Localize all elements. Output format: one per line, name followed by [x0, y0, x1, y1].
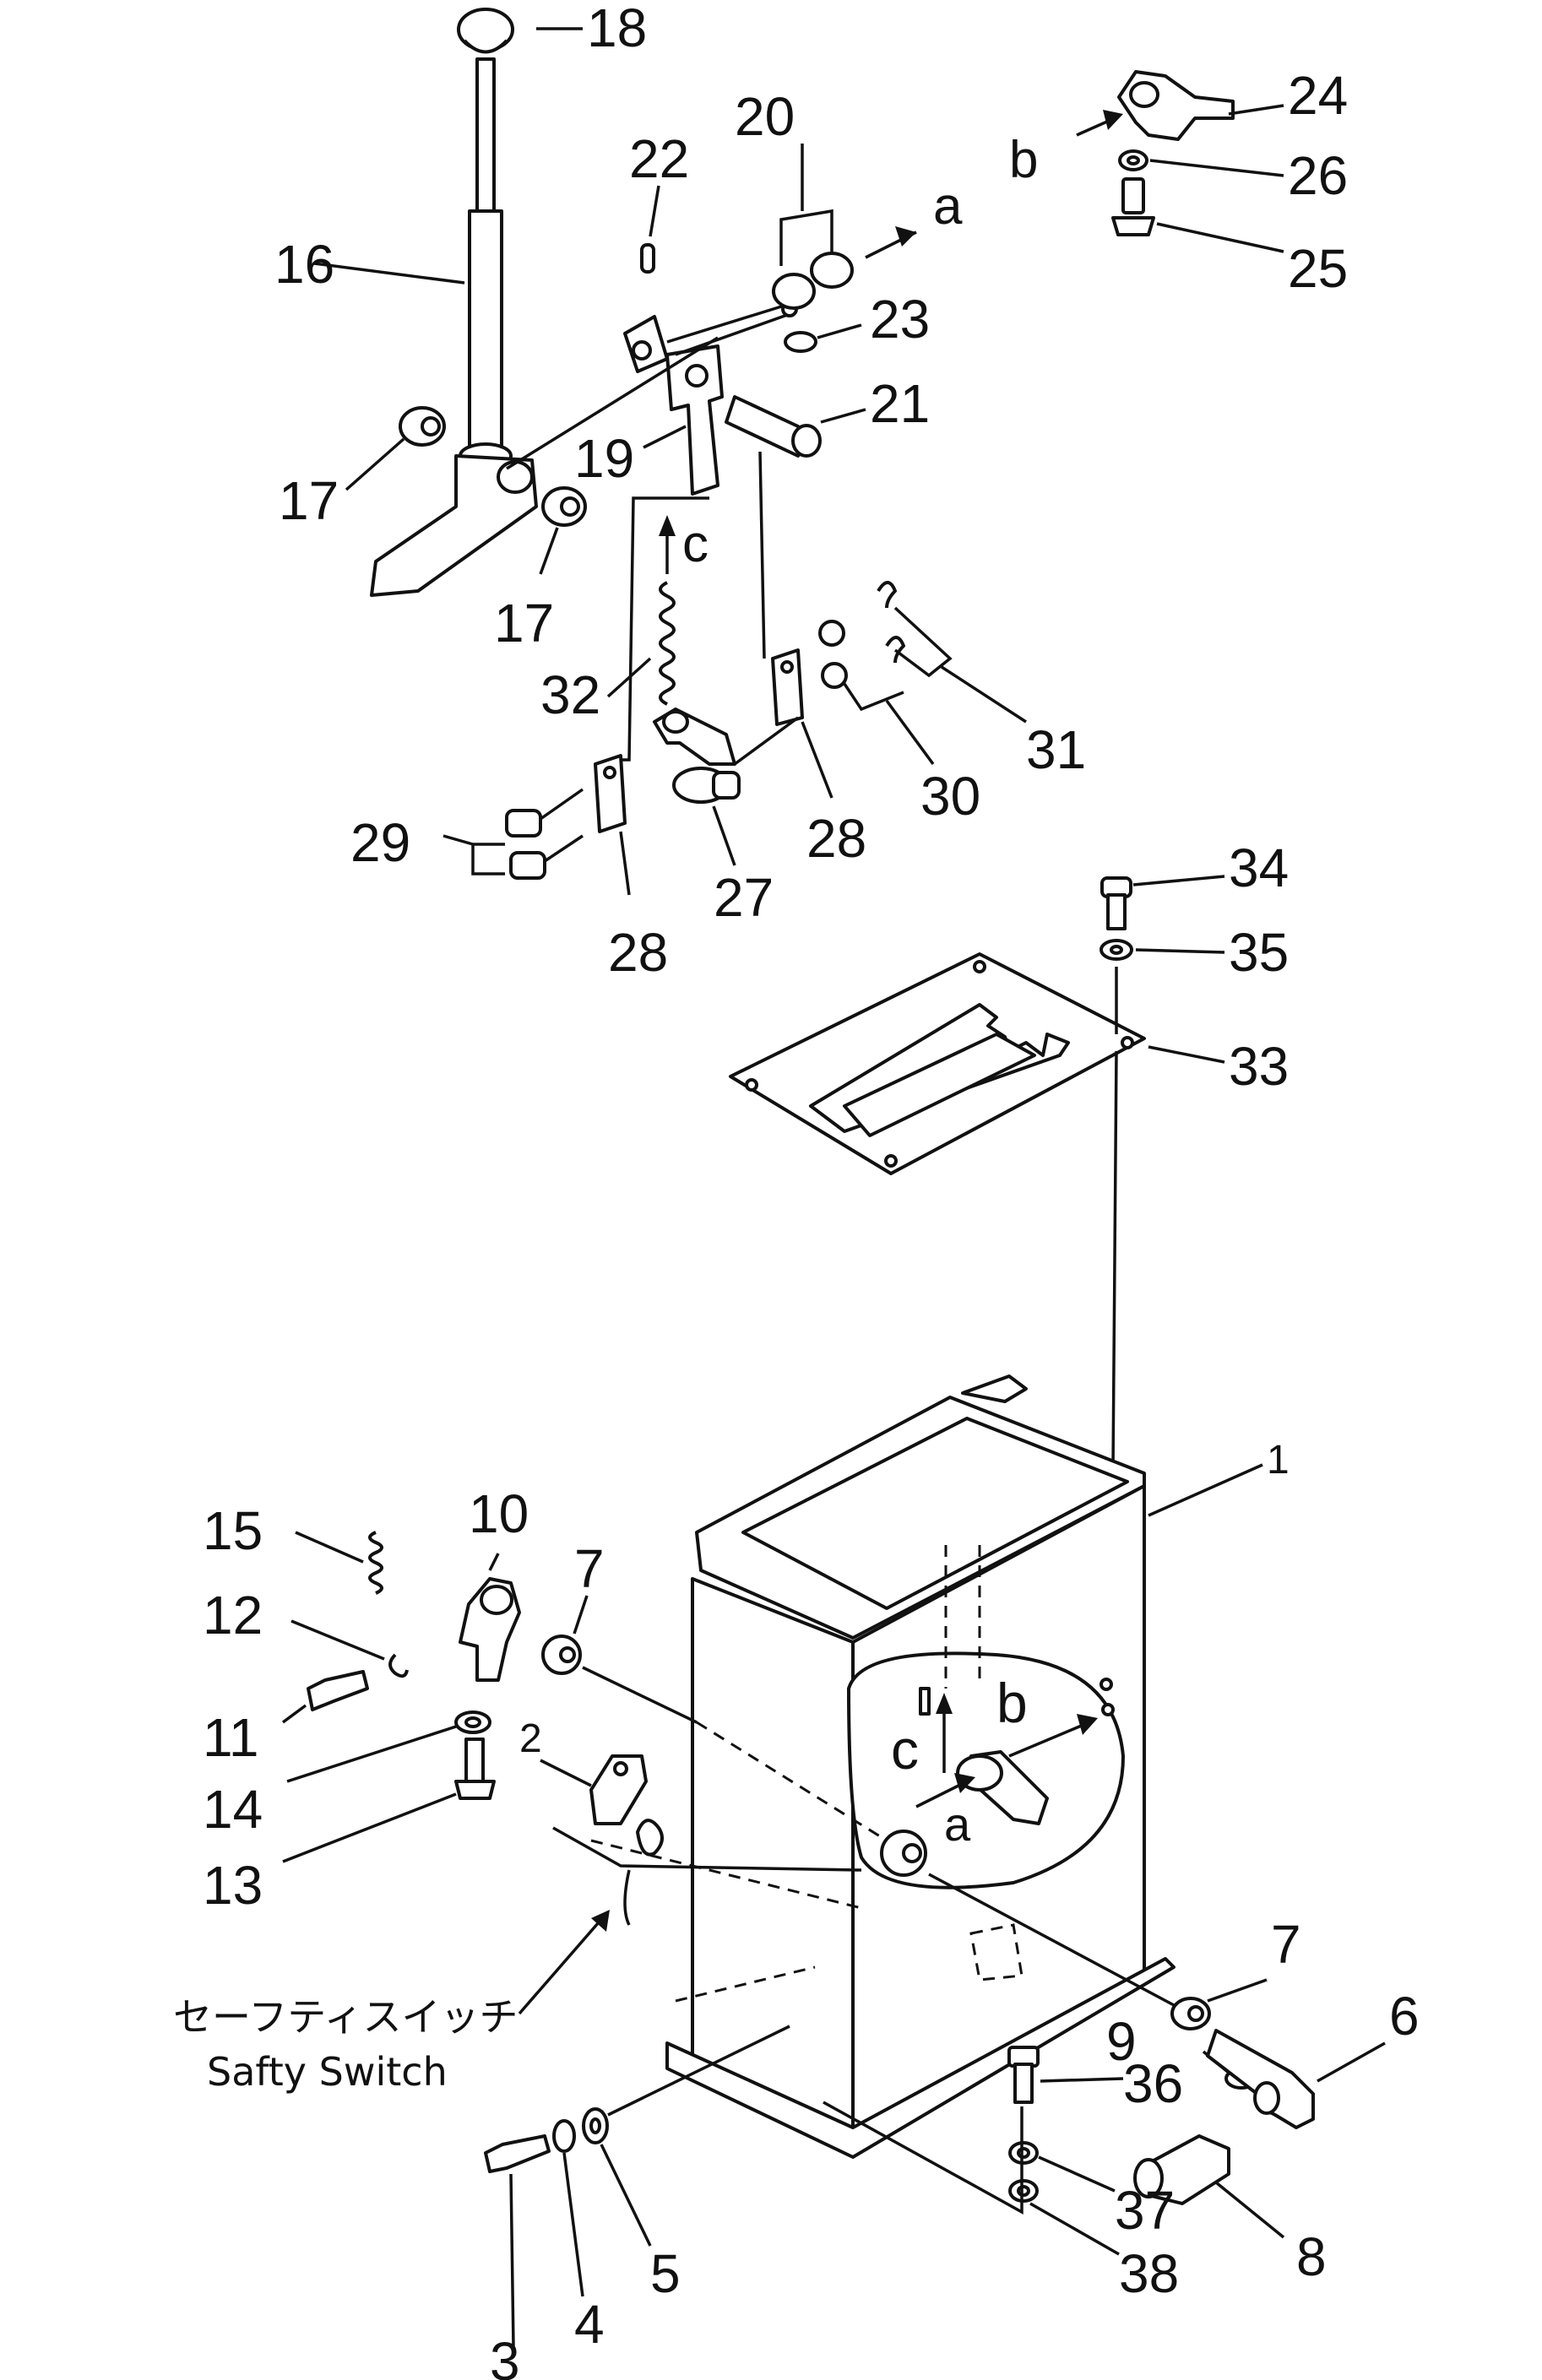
pin-6 — [1206, 2029, 1386, 2129]
label-22: 22 — [629, 128, 689, 189]
collar-20 — [772, 144, 917, 310]
label-38: 38 — [1119, 2243, 1179, 2304]
label-10: 10 — [469, 1483, 529, 1544]
label-18: 18 — [587, 0, 647, 58]
label-34: 34 — [1229, 838, 1289, 898]
label-35: 35 — [1229, 922, 1289, 983]
label-16: 16 — [274, 234, 334, 295]
cotter-31 — [877, 581, 1027, 724]
label-13: 13 — [203, 1855, 263, 1916]
arm-24 — [1076, 70, 1284, 141]
lever-10 — [459, 1553, 521, 1682]
label-6: 6 — [1389, 1986, 1420, 2047]
bolt-25 — [1111, 177, 1284, 253]
bolt-29 — [443, 788, 584, 880]
label-23: 23 — [870, 289, 930, 350]
direction-letters: a b c b c a — [682, 131, 1038, 1851]
label-29: 29 — [350, 812, 410, 873]
lever-27 — [653, 707, 800, 866]
label-24: 24 — [1288, 65, 1348, 126]
label-9: 9 — [1106, 2011, 1137, 2072]
shaft-20 — [666, 301, 798, 356]
label-20: 20 — [735, 86, 795, 147]
washer-4 — [552, 2119, 584, 2297]
letter-b-box: b — [996, 1672, 1028, 1734]
label-32: 32 — [540, 664, 600, 725]
internal-arrows — [915, 1693, 1098, 1808]
bolt-36 — [1007, 2046, 1124, 2104]
label-17b: 17 — [494, 593, 554, 653]
label-1: 1 — [1267, 1438, 1290, 1483]
label-4: 4 — [574, 2294, 605, 2355]
label-37: 37 — [1115, 2180, 1175, 2241]
bolt-11 — [281, 1670, 369, 1724]
bushing-7b — [928, 1873, 1268, 2030]
bushing-7a — [541, 1595, 888, 1842]
bushing-17a — [345, 406, 446, 491]
label-30: 30 — [920, 766, 980, 827]
spring-15 — [295, 1531, 383, 1595]
safety-switch-2 — [518, 1754, 862, 2015]
label-26: 26 — [1288, 145, 1348, 206]
letter-a-box: a — [944, 1797, 971, 1851]
label-5: 5 — [650, 2243, 681, 2304]
caption-japanese: セーフティスイッチ — [173, 1994, 518, 2040]
label-19: 19 — [574, 428, 634, 489]
label-14: 14 — [203, 1779, 263, 1840]
label-28b: 28 — [608, 922, 668, 983]
lever-16 — [313, 57, 538, 597]
letter-c-top: c — [682, 515, 709, 573]
knob-18 — [457, 8, 583, 54]
pin-22 — [640, 185, 660, 274]
part-labels: 18 16 17 17 22 20 23 21 19 24 26 25 32 3… — [203, 0, 1420, 2380]
label-7b: 7 — [1271, 1914, 1301, 1975]
letter-b-top: b — [1009, 131, 1038, 189]
label-17a: 17 — [279, 470, 339, 531]
nut-30 — [818, 620, 935, 766]
bolt-34 — [1100, 875, 1225, 930]
washer-35 — [1099, 939, 1225, 961]
label-15: 15 — [203, 1500, 263, 1561]
safety-switch-caption: セーフティスイッチ Safty Switch — [173, 1994, 518, 2095]
bushing-17b — [539, 486, 587, 575]
label-3: 3 — [490, 2331, 520, 2380]
washer-5 — [582, 2025, 790, 2247]
washer-37 — [1008, 2141, 1116, 2193]
letter-c-box: c — [891, 1718, 919, 1781]
washer-26 — [1118, 149, 1284, 177]
washer-38 — [1008, 2179, 1120, 2256]
label-12: 12 — [203, 1585, 263, 1645]
label-25: 25 — [1288, 238, 1348, 299]
pin-8 — [1133, 2134, 1285, 2239]
washer-14 — [286, 1710, 491, 1783]
caption-english: Safty Switch — [207, 2049, 448, 2095]
circlip-12 — [290, 1619, 409, 1678]
bracket-19 — [506, 315, 724, 496]
plate-28b — [594, 754, 631, 896]
label-36: 36 — [1123, 2053, 1183, 2114]
label-33: 33 — [1229, 1036, 1289, 1097]
key-23 — [784, 323, 862, 353]
plate-28a — [758, 451, 833, 799]
label-27: 27 — [714, 867, 774, 928]
letter-a-top: a — [933, 177, 963, 236]
label-21: 21 — [870, 373, 930, 434]
label-7a: 7 — [574, 1538, 605, 1599]
bolt-13 — [282, 1738, 496, 1863]
bolt-3 — [484, 2134, 551, 2348]
label-2: 2 — [519, 1716, 542, 1761]
spring-32 — [606, 496, 709, 762]
pin-21 — [725, 395, 866, 458]
console-box-1 — [665, 1374, 1263, 2159]
label-11: 11 — [203, 1707, 258, 1768]
label-31: 31 — [1026, 719, 1086, 780]
label-8: 8 — [1296, 2226, 1327, 2287]
cover-plate-33 — [729, 952, 1225, 1175]
label-28a: 28 — [806, 808, 866, 869]
guide-line-box-base — [823, 2101, 1023, 2215]
